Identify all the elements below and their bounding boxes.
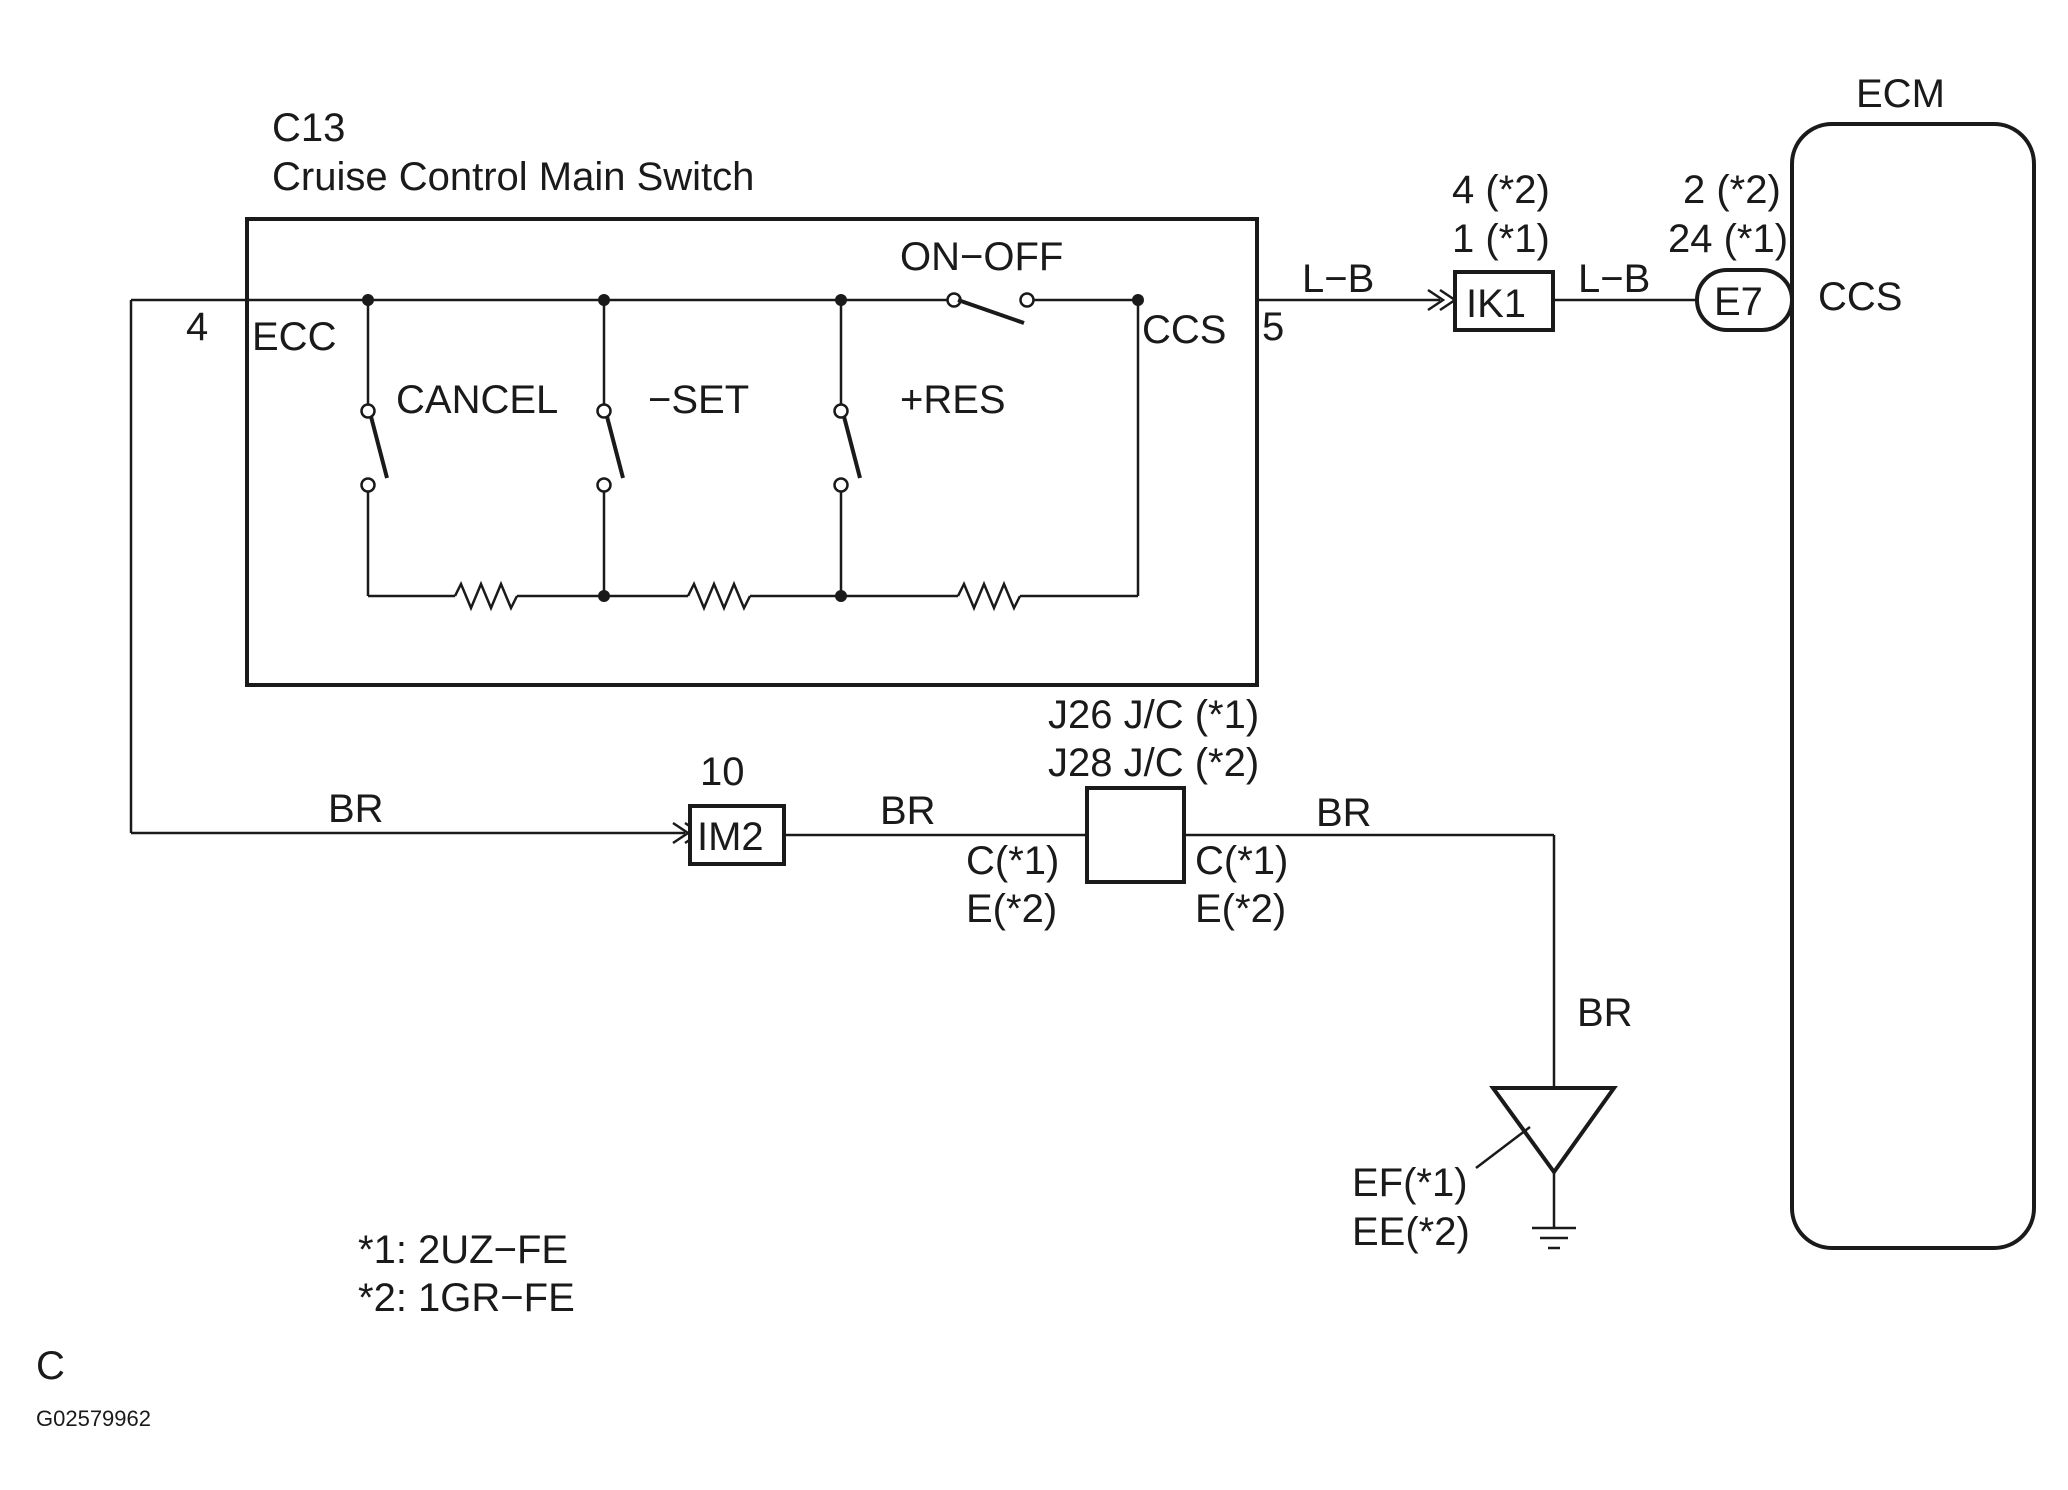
ground-leader-line [1475, 1126, 1531, 1169]
onoff-label: ON−OFF [900, 235, 1063, 279]
br-ground-circuit: BR IM2 10 BR J26 J/C (*1) J28 J/C (*2) C… [129, 300, 1633, 1254]
res-contact-bottom [833, 477, 849, 493]
cancel-contact-top [360, 403, 376, 419]
res-contact-top [833, 403, 849, 419]
cruise-control-main-switch: C13 Cruise Control Main Switch CANCEL −S [131, 106, 1284, 687]
cancel-contact-bottom [360, 477, 376, 493]
resistor-3 [956, 580, 1022, 612]
res-resistor-dot [835, 590, 847, 602]
ccs-junction-dot [1132, 294, 1144, 306]
res-label: +RES [900, 378, 1006, 422]
set-contact-bottom [596, 477, 612, 493]
ground-point-triangle [1489, 1086, 1618, 1176]
junction-line2: J28 J/C (*2) [1048, 741, 1259, 785]
cancel-junction-dot [362, 294, 374, 306]
ground-label-line2: EE(*2) [1352, 1210, 1470, 1254]
section-letter: C [36, 1344, 65, 1388]
pin-4-label: 4 [186, 305, 208, 349]
br-wire-label: BR [1577, 991, 1633, 1035]
connector-im2-label: IM2 [697, 815, 764, 859]
e7-pin-line2: 24 (*1) [1668, 217, 1788, 261]
br-wire-label: BR [328, 787, 384, 831]
set-resistor-dot [598, 590, 610, 602]
lb-wire-label: L−B [1578, 257, 1650, 301]
legend-notes: *1: 2UZ−FE *2: 1GR−FE [358, 1228, 575, 1320]
ecm-label: ECM [1856, 72, 1945, 116]
ik1-pin-line1: 4 (*2) [1452, 168, 1550, 212]
ecm: ECM CCS [1790, 72, 2036, 1250]
ground-label-line1: EF(*1) [1352, 1161, 1468, 1205]
figure-id: G02579962 [36, 1406, 151, 1431]
note-1: *1: 2UZ−FE [358, 1228, 568, 1272]
res-junction-dot [835, 294, 847, 306]
junction-right-pin2: E(*2) [1195, 887, 1286, 931]
junction-right-pin1: C(*1) [1195, 839, 1288, 883]
junction-left-pin2: E(*2) [966, 887, 1057, 931]
ecm-ccs-terminal: CCS [1818, 275, 1902, 319]
ik1-pin-line2: 1 (*1) [1452, 217, 1550, 261]
note-2: *2: 1GR−FE [358, 1276, 575, 1320]
lb-wire-label: L−B [1302, 257, 1374, 301]
br-wire-label: BR [1316, 791, 1372, 835]
set-label: −SET [648, 378, 749, 422]
junction-left-pin1: C(*1) [966, 839, 1059, 883]
switch-name: Cruise Control Main Switch [272, 155, 754, 199]
ccs-terminal-label: CCS [1142, 308, 1226, 352]
set-junction-dot [598, 294, 610, 306]
resistor-2 [686, 580, 752, 612]
onoff-contact-right [1019, 292, 1035, 308]
set-contact-top [596, 403, 612, 419]
junction-line1: J26 J/C (*1) [1048, 693, 1259, 737]
pin-5-label: 5 [1262, 305, 1284, 349]
lb-circuit: L−B IK1 4 (*2) 1 (*1) L−B E7 2 (*2) 24 (… [1257, 168, 1794, 332]
connector-ik1-label: IK1 [1466, 282, 1526, 326]
connector-ik1 [1453, 270, 1555, 332]
switch-code: C13 [272, 106, 345, 150]
ecm-box [1790, 122, 2036, 1250]
connector-arrow-ik1 [1427, 288, 1446, 312]
ecc-terminal-label: ECC [252, 315, 336, 359]
resistor-1 [453, 580, 519, 612]
onoff-switch-blade [957, 298, 1025, 325]
br-wire-label: BR [880, 789, 936, 833]
cancel-label: CANCEL [396, 378, 558, 422]
connector-e7-label: E7 [1714, 280, 1763, 324]
im2-pin-label: 10 [700, 750, 745, 794]
junction-connector [1085, 786, 1186, 884]
e7-pin-line1: 2 (*2) [1683, 168, 1781, 212]
switch-box [245, 217, 1259, 687]
